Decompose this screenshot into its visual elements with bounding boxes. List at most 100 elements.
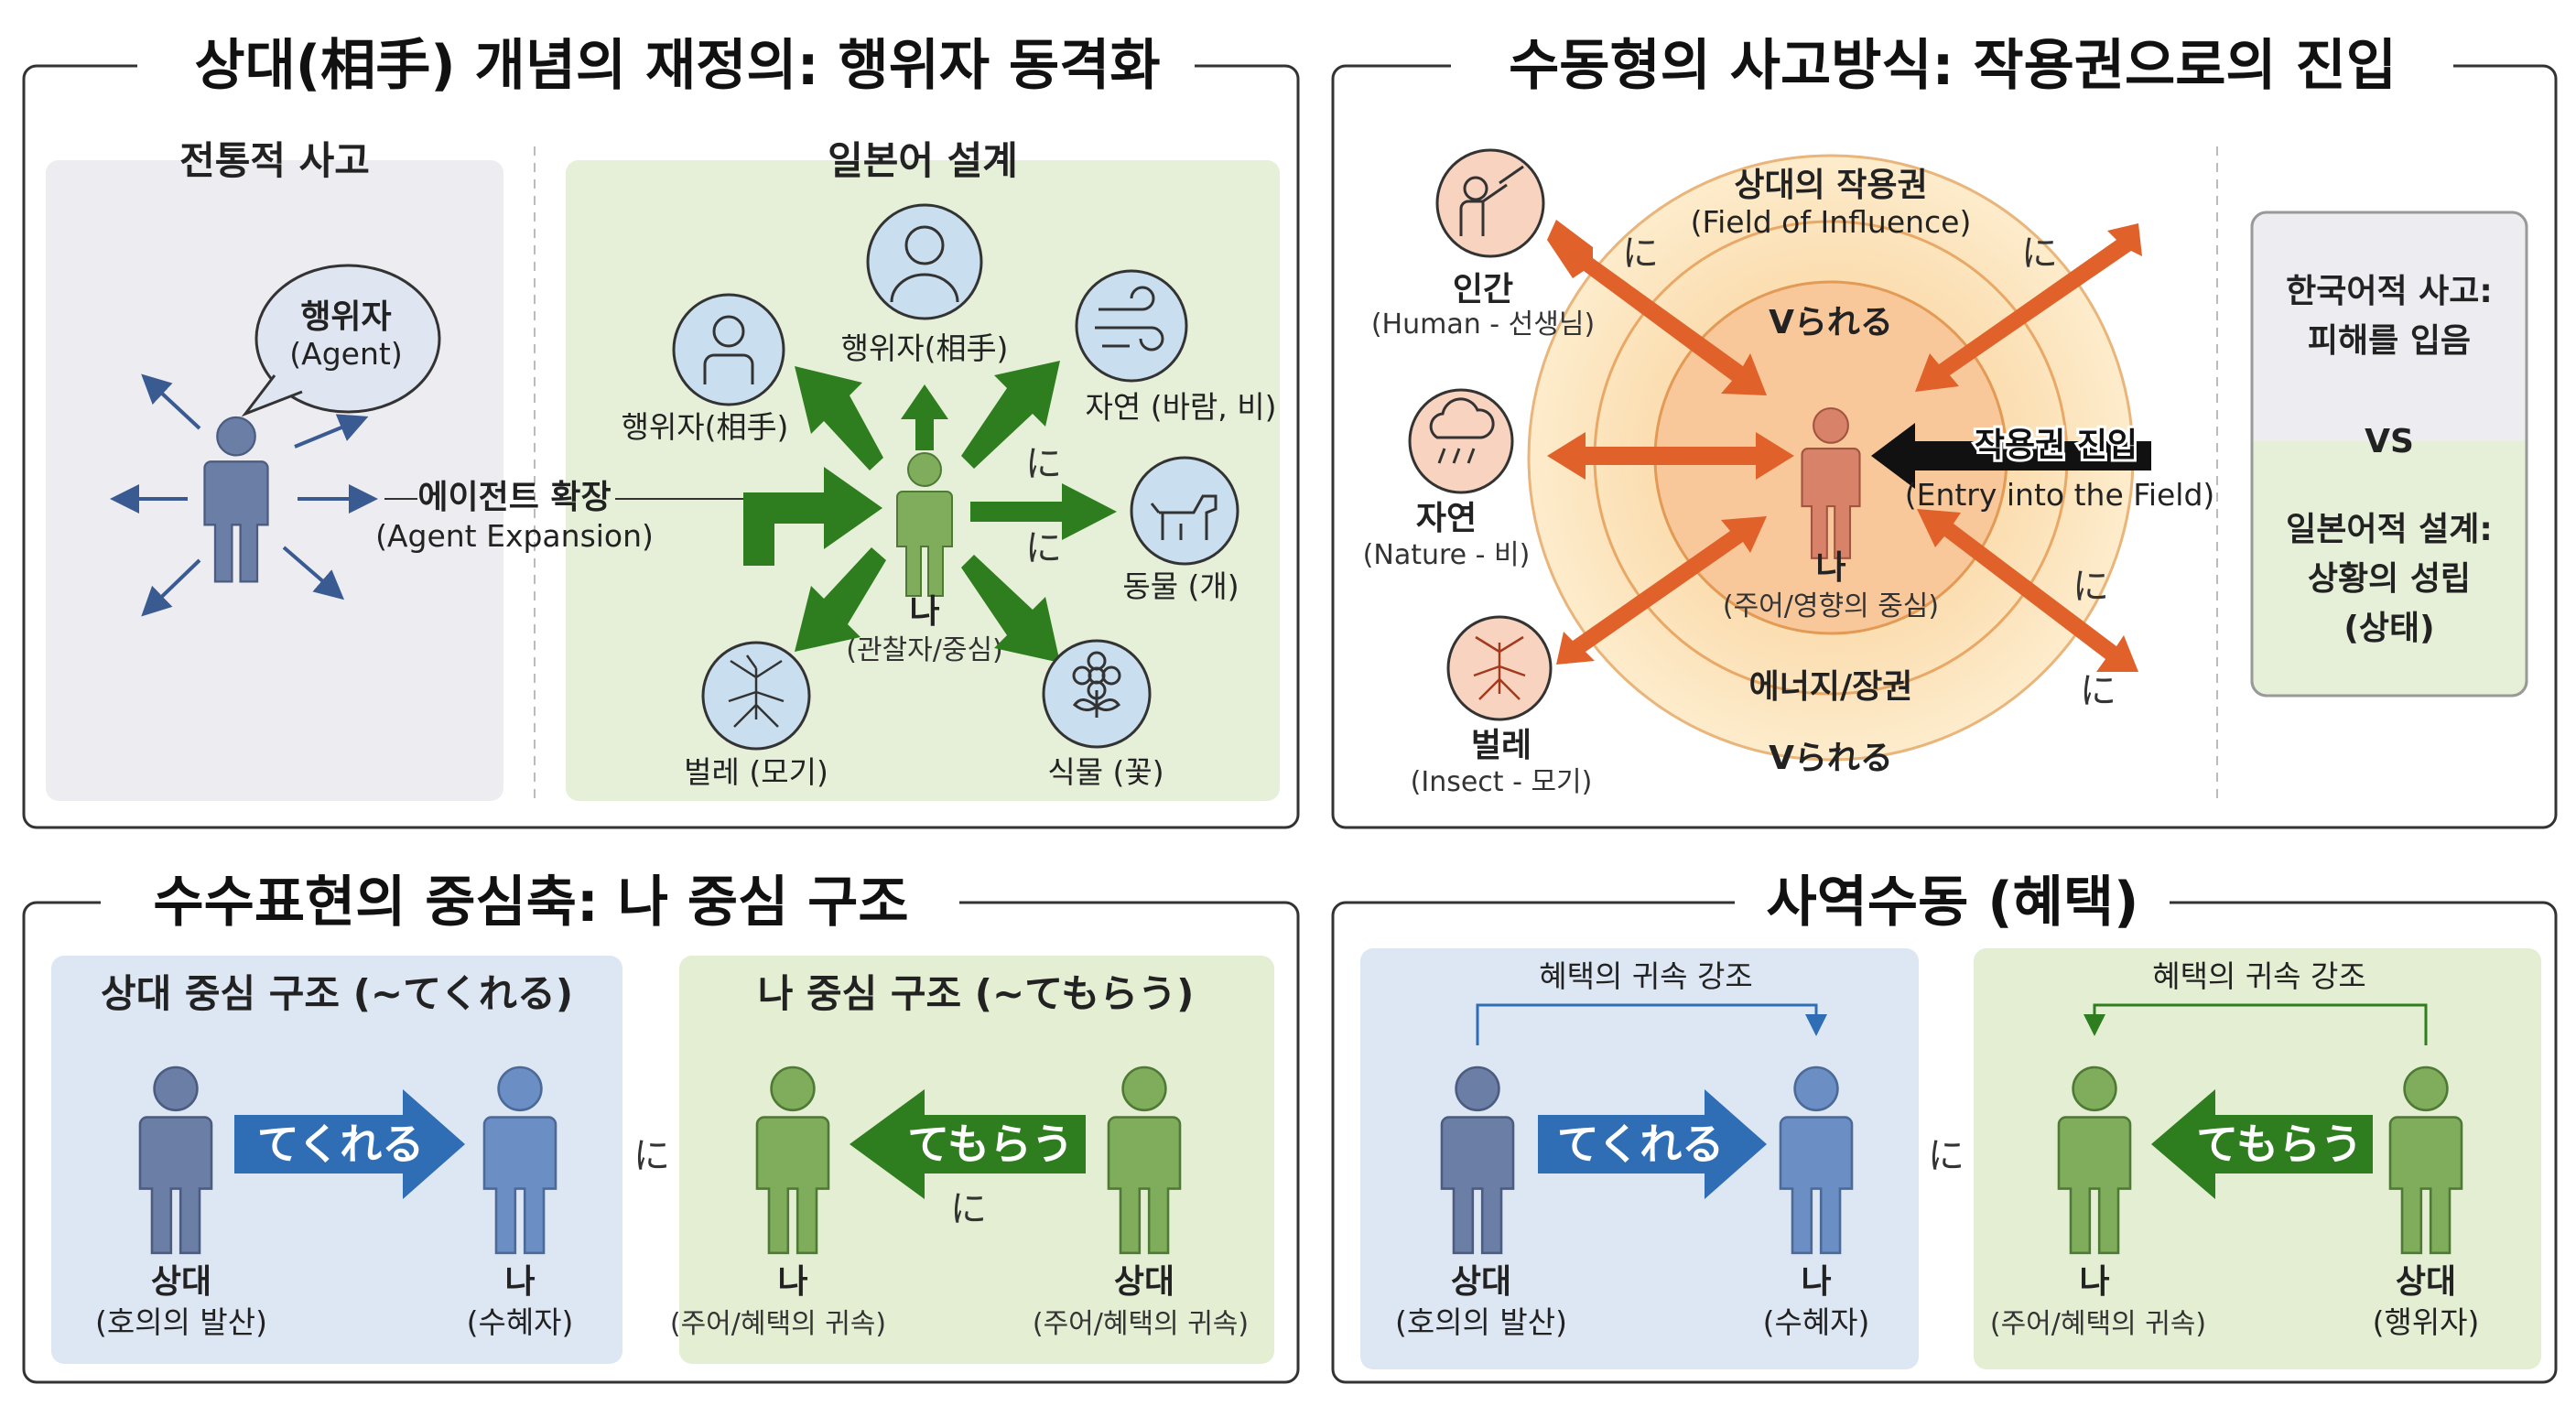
ni-mark-1: に (1025, 443, 1062, 485)
entry-arrow (1871, 423, 2151, 489)
dog-icon (1150, 494, 1218, 540)
panel4-title: 사역수동 (혜택) (1767, 871, 2139, 935)
other-label: 상대 (1114, 1263, 1174, 1301)
field-title-ko: 상대의 작용권 (1734, 167, 1927, 204)
compare-japanese: 일본어적 설계: (2286, 511, 2493, 548)
panel1-title: 상대(相手) 개념의 재정의: 행위자 동격화 (194, 34, 1160, 98)
agent-label-6: 벌레 (모기) (684, 754, 828, 790)
agent-icon-flower: 식물 (꽃) (1042, 639, 1164, 790)
benefit-kureru-label: てくれる (1557, 1119, 1725, 1169)
other-centered-heading: 상대 중심 구조 (~てくれる) (101, 971, 573, 1016)
agent-label-1: 행위자(相手) (622, 409, 789, 445)
benefit-self-label: 나 (2079, 1263, 2109, 1301)
benefit-morau-label: てもらう (2196, 1119, 2363, 1169)
bubble-agent-en: (Agent) (289, 336, 402, 372)
radiating-arrows (110, 373, 378, 617)
subject-sub-label: (주어/영향의 중심) (1723, 590, 1939, 622)
source-insect: 벌레 (Insect - 모기) (1411, 615, 1593, 798)
giver-sub: (호의의 발산) (95, 1304, 267, 1340)
agent-expansion-label: 에이전트 확장 (417, 479, 611, 516)
entry-label-en: (Entry into the Field) (1905, 477, 2215, 513)
teacher-icon (1459, 165, 1524, 236)
compare-korean: 한국어적 사고: (2286, 273, 2493, 310)
japanese-design-heading: 일본어 설계 (828, 138, 1018, 183)
benefit-actor-sub: (행위자) (2373, 1304, 2480, 1340)
source-insect-en: (Insect - 모기) (1411, 766, 1593, 798)
receiver-sub: (수혜자) (467, 1304, 574, 1340)
ni-mark-d: に (2080, 670, 2116, 712)
panel-agent-redefinition: 상대(相手) 개념의 재정의: 행위자 동격화 전통적 사고 일본어 설계 행위… (22, 34, 1300, 829)
traditional-heading: 전통적 사고 (179, 138, 370, 183)
agent-expansion-en: (Agent Expansion) (375, 518, 654, 554)
benefit-receiver-label: 나 (1801, 1263, 1831, 1301)
source-insect-ko: 벌레 (1471, 727, 1532, 764)
benefit-kureru-arrow (1538, 1089, 1767, 1199)
agent-label-5: 식물 (꽃) (1047, 754, 1164, 790)
agent-label-2: 행위자(相手) (841, 330, 1009, 366)
compare-japanese-2: 상황의 성립 (2308, 560, 2471, 598)
source-human: 인간 (Human - 선생님) (1371, 148, 1595, 341)
bubble-agent-ko: 행위자 (300, 298, 391, 336)
person-bust-icon (703, 315, 754, 384)
self-centered-heading: 나 중심 구조 (~てもらう) (758, 971, 1195, 1016)
ni-mark-b: に (2021, 233, 2058, 275)
kureru-arrow-label: てくれる (257, 1119, 425, 1169)
field-title-en: (Field of Influence) (1691, 204, 1972, 240)
wind-icon (1095, 286, 1164, 352)
agent-icon-mosquito: 벌레 (모기) (684, 641, 828, 790)
agent-icon-dog: 동물 (개) (1122, 456, 1239, 604)
agent-icon-wind: 자연 (바람, 비) (1075, 269, 1277, 425)
agent-icon-topleft: 행위자(相手) (622, 293, 789, 445)
other-sub: (주어/혜택의 귀속) (1033, 1308, 1249, 1340)
person-bust-icon (890, 225, 959, 303)
source-nature-en: (Nature - 비) (1363, 539, 1531, 571)
source-human-en: (Human - 선생님) (1371, 308, 1595, 341)
entry-label-ko: 작용권 진입 (1975, 427, 2138, 464)
benefit-actor-label: 상대 (2396, 1263, 2456, 1301)
morau-arrow (850, 1089, 1086, 1199)
source-nature: 자연 (Nature - 비) (1363, 388, 1531, 571)
ni-mark-a: に (1622, 233, 1659, 275)
self-sub: (주어/혜택의 귀속) (670, 1308, 886, 1340)
rain-cloud-icon (1429, 397, 1495, 464)
flower-icon (1072, 651, 1121, 718)
compare-korean-2: 피해를 입음 (2308, 322, 2471, 360)
self-label: 나 (777, 1263, 807, 1301)
comparison-box: 한국어적 사고: 피해를 입음 VS 일본어적 설계: 상황의 성립 (상태) (2250, 211, 2528, 698)
ni-mark-c: に (2073, 566, 2109, 608)
panel-causative-passive: 사역수동 (혜택) 혜택의 귀속 강조 혜택의 귀속 강조 てくれる 상대 (호… (1331, 871, 2558, 1384)
benefit-receiver-sub: (수혜자) (1763, 1304, 1870, 1340)
source-human-ko: 인간 (1453, 271, 1513, 308)
morau-arrow-label: てもらう (907, 1119, 1074, 1169)
center-me-label: 나 (909, 593, 939, 631)
benefit-bracket-left-label: 혜택의 귀속 강조 (1539, 958, 1753, 994)
ni-mark-2: に (1025, 527, 1062, 569)
mosquito-icon (728, 654, 785, 728)
agent-icon-top: 행위자(相手) (841, 203, 1009, 366)
agent-label-4: 동물 (개) (1122, 568, 1239, 604)
subject-me-label: 나 (1815, 549, 1845, 587)
receiver-label: 나 (504, 1263, 535, 1301)
mosquito-icon (1473, 635, 1526, 700)
agent-arrows (795, 361, 1117, 663)
giver-label: 상대 (151, 1263, 211, 1301)
center-observer-sub: (관찰자/중심) (846, 634, 1003, 666)
agent-label-3: 자연 (바람, 비) (1085, 389, 1276, 425)
benefit-self-sub: (주어/혜택의 귀속) (1990, 1308, 2206, 1340)
v-rareru-bottom: Vられる (1769, 740, 1893, 777)
benefit-morau-arrow (2151, 1089, 2373, 1199)
benefit-giver-label: 상대 (1451, 1263, 1511, 1301)
benefit-giver-sub: (호의의 발산) (1395, 1304, 1567, 1340)
benefit-bracket-right-label: 혜택의 귀속 강조 (2152, 958, 2366, 994)
compare-vs: VS (2365, 423, 2414, 460)
expansion-bent-arrow (743, 467, 882, 566)
panel3-title: 수수표현의 중심축: 나 중심 구조 (153, 871, 908, 935)
panel-giving-receiving: 수수표현의 중심축: 나 중심 구조 상대 중심 구조 (~てくれる) 나 중심… (22, 871, 1300, 1384)
panel-passive-thinking: 수동형의 사고방식: 작용권으로의 진입 상대의 작용권 (Field of I… (1331, 34, 2558, 829)
benefit-ni-mark: に (1928, 1135, 1964, 1177)
agent-speech-bubble: 행위자 (Agent) (241, 264, 441, 417)
influence-arrows (1547, 220, 2142, 672)
energy-field-label: 에너지/장권 (1749, 668, 1913, 706)
ni-under-arrow: に (950, 1188, 987, 1230)
kureru-arrow (234, 1089, 465, 1199)
